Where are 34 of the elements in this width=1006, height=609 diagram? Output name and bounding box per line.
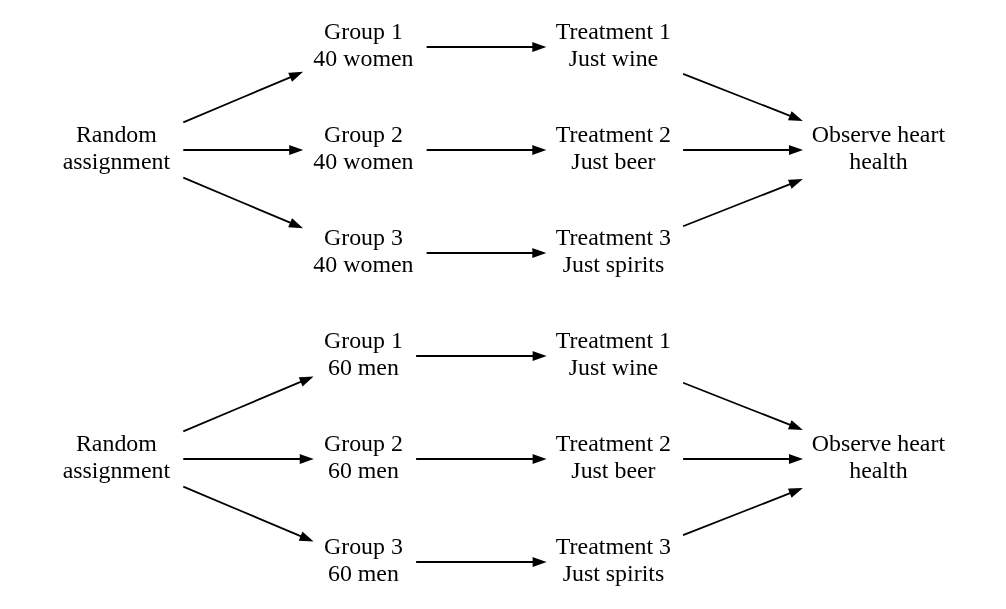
node-text: Treatment 1 Just wine	[555, 327, 672, 381]
node-text: Group 2 40 women	[313, 121, 414, 175]
arrow	[682, 381, 803, 430]
arrow	[182, 454, 314, 464]
arrow	[182, 376, 314, 433]
arrow	[682, 179, 803, 228]
node-text: Treatment 3 Just spirits	[555, 224, 672, 278]
node-text: Random assignment	[62, 121, 171, 175]
arrow	[682, 72, 803, 121]
arrow	[425, 248, 547, 258]
arrow	[425, 42, 547, 52]
node-text: Group 3 40 women	[313, 224, 414, 278]
node-text: Treatment 1 Just wine	[555, 18, 672, 72]
arrow	[182, 145, 304, 155]
arrow	[415, 557, 547, 567]
arrow	[182, 176, 304, 229]
arrow	[415, 351, 547, 361]
node-text: Observe heart health	[811, 121, 946, 175]
node-text: Treatment 2 Just beer	[555, 121, 672, 175]
arrow	[682, 488, 803, 537]
arrow	[182, 485, 314, 542]
arrow	[682, 454, 804, 464]
arrow	[425, 145, 547, 155]
node-text: Observe heart health	[811, 430, 946, 484]
node-text: Treatment 3 Just spirits	[555, 533, 672, 587]
node-text: Group 1 40 women	[313, 18, 414, 72]
node-text: Group 1 60 men	[323, 327, 403, 381]
node-text: Random assignment	[62, 430, 171, 484]
node-text: Group 3 60 men	[323, 533, 403, 587]
arrow	[682, 145, 804, 155]
arrow	[415, 454, 547, 464]
node-text: Group 2 60 men	[323, 430, 403, 484]
node-text: Treatment 2 Just beer	[555, 430, 672, 484]
arrow	[182, 71, 304, 124]
